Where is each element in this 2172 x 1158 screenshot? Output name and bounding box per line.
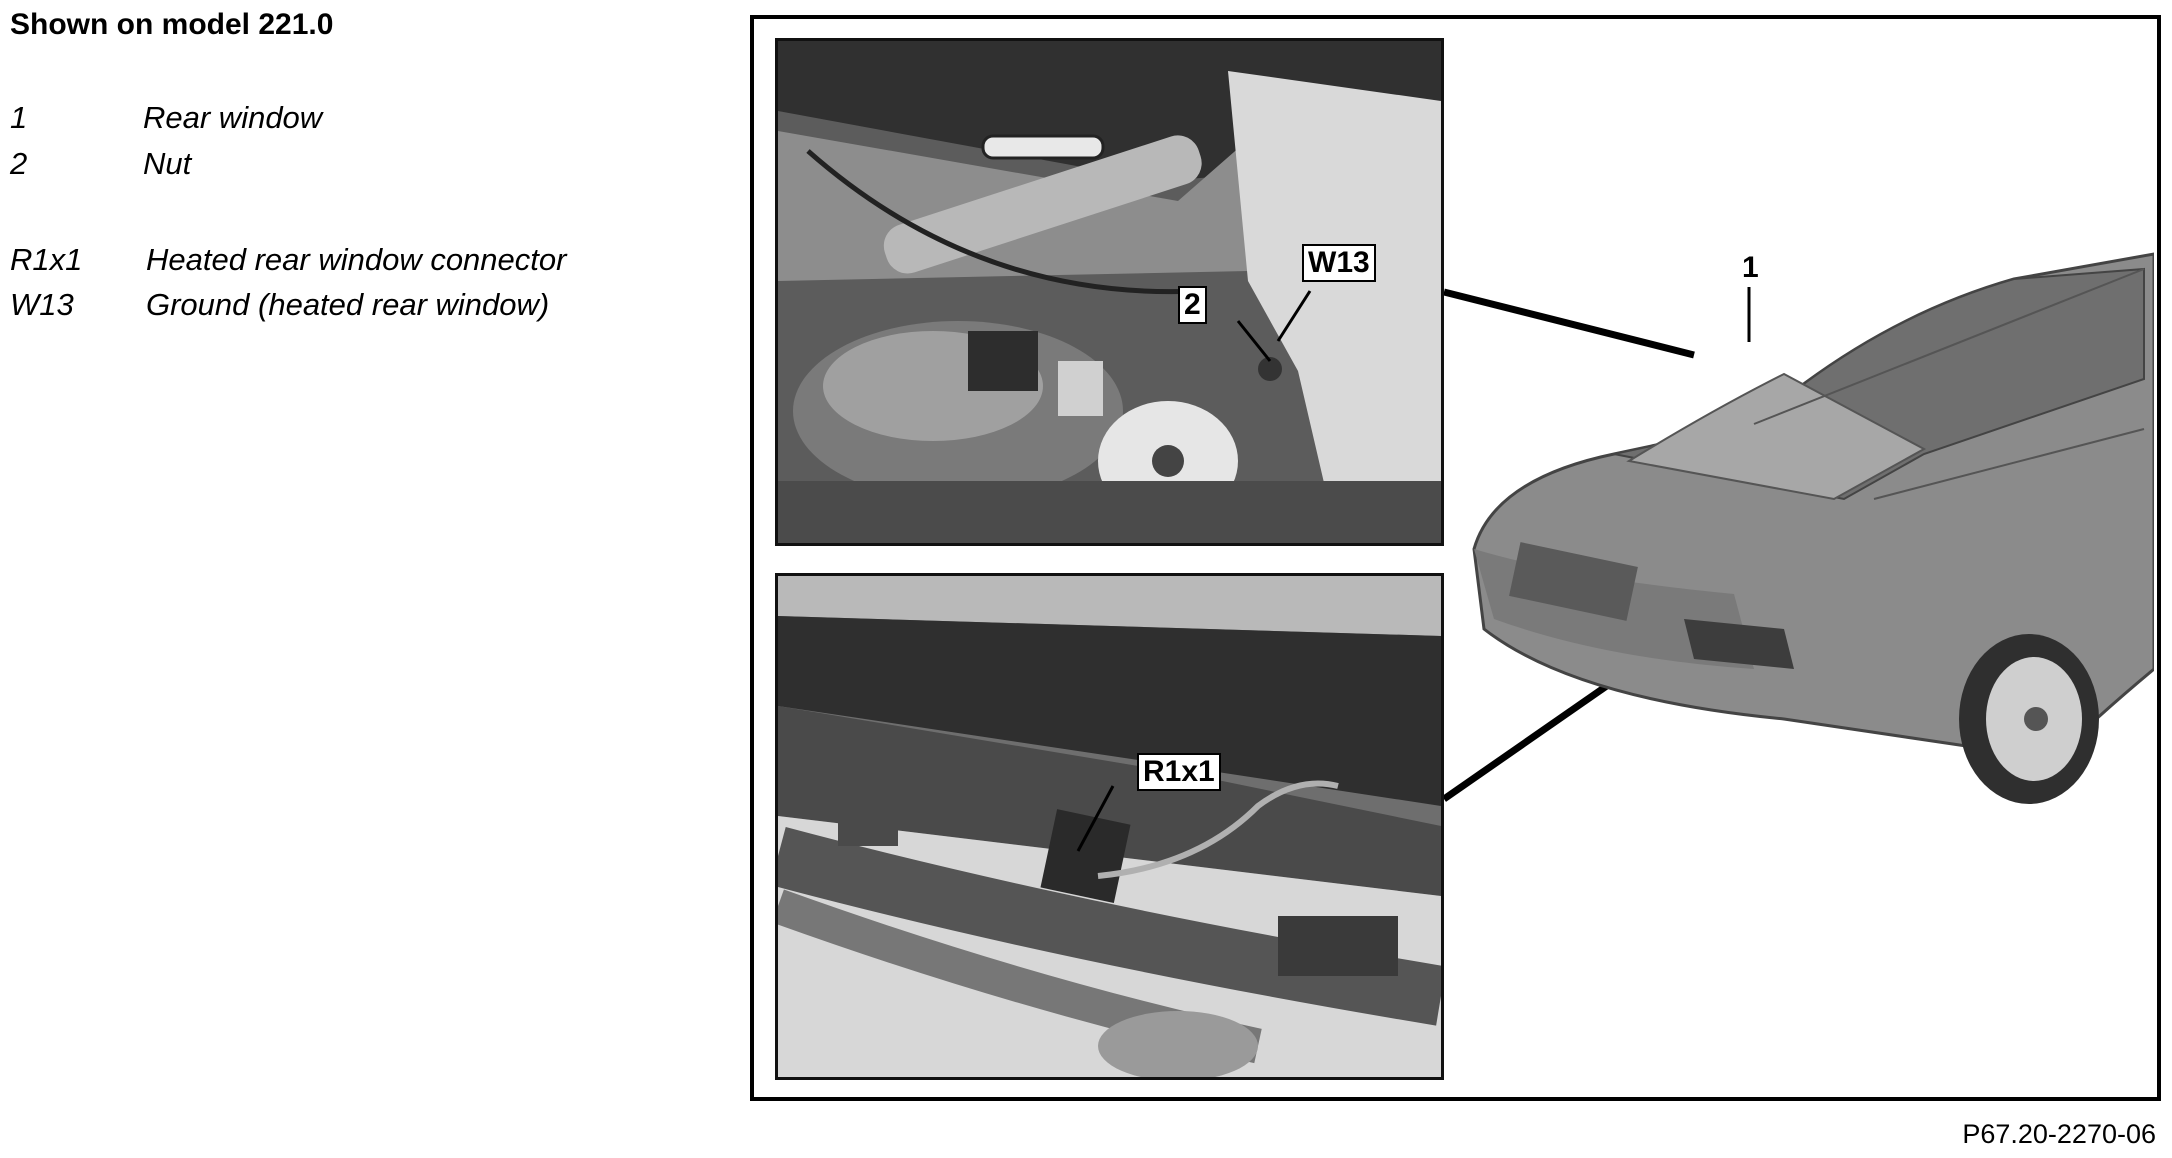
- figure-number: P67.20-2270-06: [1962, 1119, 2156, 1149]
- photo-heated-window-connector: [775, 573, 1444, 1080]
- callout-connector: R1x1: [1137, 753, 1221, 791]
- photo-rear-window-nut: [775, 38, 1444, 546]
- callout-nut: 2: [1178, 286, 1207, 324]
- rear-window-leader: [1747, 287, 1751, 342]
- legend-description: Ground (heated rear window): [146, 287, 550, 322]
- heading: Shown on model 221.0: [10, 8, 334, 41]
- legend-code: 2: [10, 146, 28, 181]
- car-illustration: [1454, 199, 2154, 899]
- legend-description: Rear window: [143, 100, 323, 135]
- callout-rear-window: 1: [1742, 251, 1759, 284]
- legend-code: W13: [10, 287, 74, 322]
- figure-frame: 2 W13 R1x1: [750, 15, 2161, 1101]
- callout-ground: W13: [1302, 244, 1376, 282]
- legend-description: Nut: [143, 146, 192, 181]
- legend-description: Heated rear window connector: [146, 242, 567, 277]
- legend-code: R1x1: [10, 242, 83, 277]
- legend-code: 1: [10, 100, 28, 135]
